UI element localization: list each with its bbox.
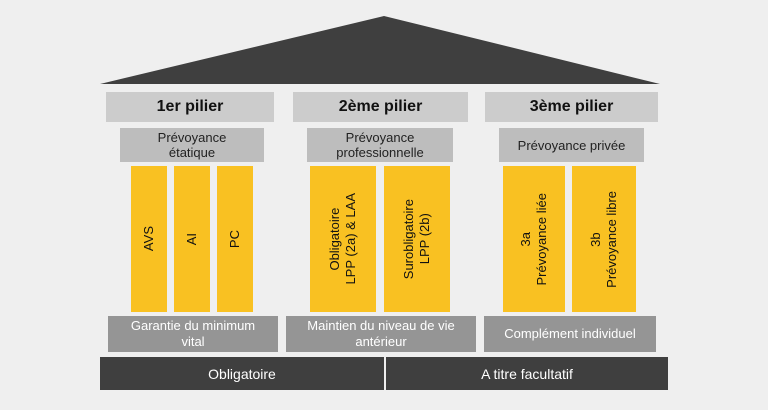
pillar-3-base: Complément individuel (484, 316, 656, 352)
pillar-1-subtitle: Prévoyance étatique (120, 128, 264, 162)
pillar-3-subtitle-line1: Prévoyance privée (517, 137, 626, 153)
column-label: 3a Prévoyance liée (518, 193, 550, 286)
pillar-2-title: 2ème pilier (293, 92, 468, 122)
column-label-line1: Obligatoire (327, 207, 342, 271)
column-label: 3b Prévoyance libre (588, 191, 620, 288)
foundation-facultatif: A titre facultatif (386, 357, 668, 390)
pillar-2-base: Maintien du niveau de vie antérieur (286, 316, 476, 352)
pillar-1-column-ai: AI (174, 166, 210, 312)
pillar-3-column-3b: 3b Prévoyance libre (572, 166, 636, 312)
column-label-line1: Surobligatoire (401, 198, 416, 280)
column-label-line2: Prévoyance liée (534, 192, 549, 286)
foundation-obligatoire: Obligatoire (100, 357, 384, 390)
column-label: AI (184, 232, 199, 246)
column-label: AVS (141, 226, 156, 252)
column-label: Surobligatoire LPP (2b) (401, 199, 433, 279)
column-label-line2: Prévoyance libre (604, 190, 619, 288)
pillar-2-subtitle-line1: Prévoyance (345, 130, 415, 145)
column-label-line1: 3a (518, 231, 533, 247)
column-label: PC (227, 229, 242, 249)
pillar-2-subtitle-line2: professionnelle (336, 145, 424, 160)
pillar-2-column-surobligatoire: Surobligatoire LPP (2b) (384, 166, 450, 312)
column-label: Obligatoire LPP (2a) & LAA (327, 193, 359, 285)
pillar-1-column-pc: PC (217, 166, 253, 312)
pillar-2-base-line2: antérieur (355, 334, 407, 349)
roof (100, 16, 660, 84)
column-label-line2: LPP (2b) (417, 213, 432, 265)
pillar-1-column-avs: AVS (131, 166, 167, 312)
pillar-1-base: Garantie du minimum vital (108, 316, 278, 352)
pillar-3-title: 3ème pilier (485, 92, 658, 122)
pillar-1-base-line1: Garantie du minimum (130, 318, 256, 333)
pillar-3-subtitle: Prévoyance privée (499, 128, 644, 162)
column-label-line1: 3b (588, 231, 603, 247)
column-label-line2: LPP (2a) & LAA (343, 193, 358, 285)
pillar-2-column-obligatoire: Obligatoire LPP (2a) & LAA (310, 166, 376, 312)
pillar-1-title: 1er pilier (106, 92, 274, 122)
pillar-2-base-line1: Maintien du niveau de vie (307, 318, 455, 333)
pillar-3-column-3a: 3a Prévoyance liée (503, 166, 565, 312)
pillar-2-subtitle: Prévoyance professionnelle (307, 128, 453, 162)
pillar-1-base-line2: vital (181, 334, 205, 349)
pillar-1-subtitle-line1: Prévoyance (157, 130, 227, 145)
pillar-3-base-line1: Complément individuel (504, 326, 636, 341)
pillar-1-subtitle-line2: étatique (168, 145, 216, 160)
roof-triangle (100, 16, 660, 84)
